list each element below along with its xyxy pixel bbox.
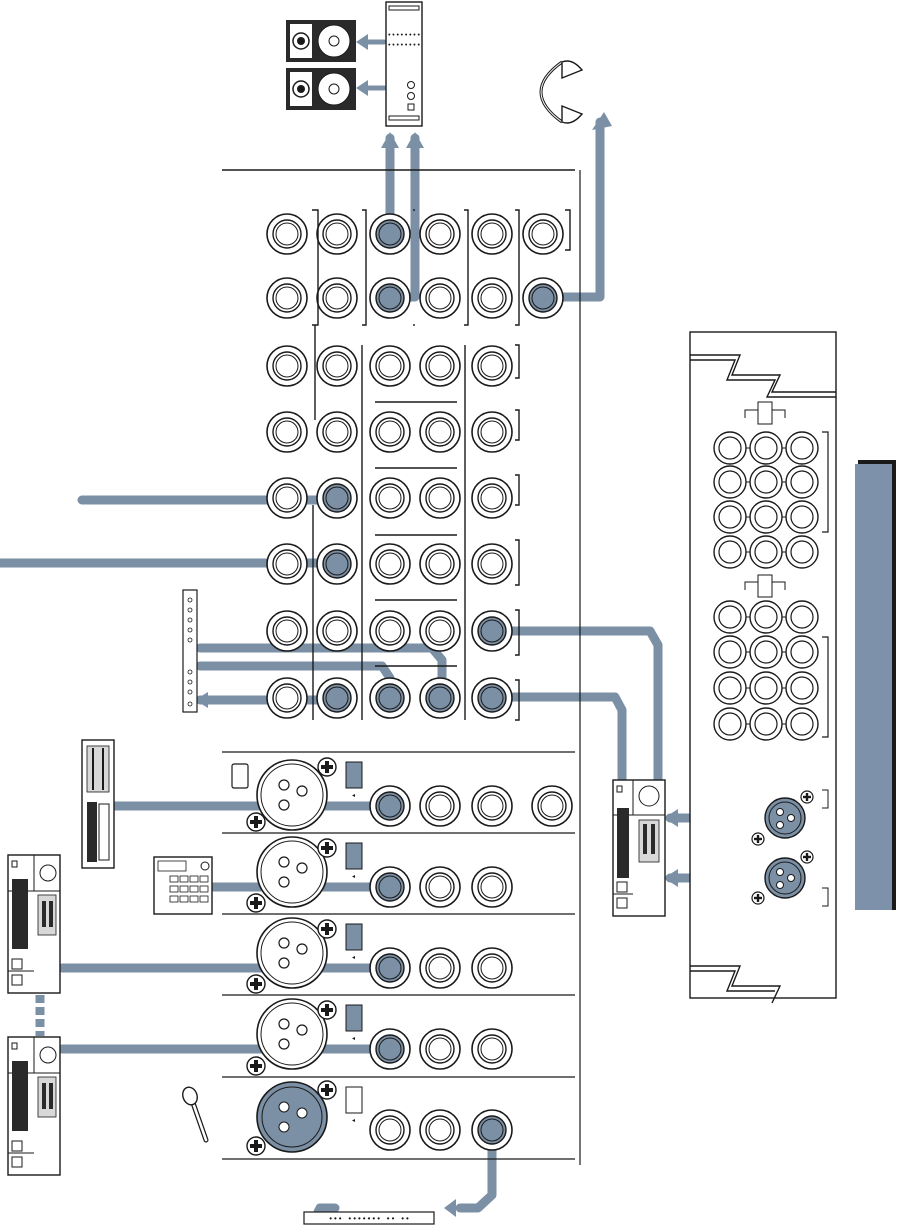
microphone-icon	[180, 1085, 206, 1140]
channel-strip-3: ◂	[247, 918, 512, 993]
svg-text:◂: ◂	[352, 1036, 355, 1042]
svg-text:◂: ◂	[352, 874, 355, 880]
channel-strip-1: ◂	[232, 758, 572, 831]
synth-module-icon	[8, 855, 60, 993]
expander-panel-icon	[690, 332, 836, 1003]
fx-return-cable	[490, 697, 622, 782]
patchbay-icon	[183, 590, 197, 712]
fx-send-cable	[490, 631, 658, 782]
svg-text:••••••••: ••••••••	[387, 42, 421, 50]
phones-cable	[543, 122, 600, 297]
headphones-icon	[541, 61, 582, 123]
studio-monitor-speaker-2	[286, 68, 356, 110]
svg-text:◂: ◂	[352, 793, 355, 799]
recorder-icon: ••• ••••••• •• ••	[304, 1212, 434, 1224]
channel-strip-2: ◂	[247, 837, 512, 912]
rack-effects-processor	[82, 740, 114, 868]
channel-strip-4: ◂	[247, 999, 512, 1075]
power-amplifier: •••••••• ••••••••	[386, 2, 422, 126]
svg-text:••••••••: ••••••••	[387, 32, 421, 40]
drum-machine-icon	[154, 857, 212, 914]
svg-text:◂: ◂	[352, 1118, 355, 1124]
channel-strip-5: ◂	[247, 1081, 512, 1155]
svg-text:◂: ◂	[352, 955, 355, 961]
svg-text:••• ••••••• •• ••: ••• ••••••• •• ••	[328, 1215, 410, 1224]
studio-monitor-speaker-1	[286, 20, 356, 62]
synth-module-icon	[8, 1037, 60, 1175]
effects-processor-right	[613, 780, 665, 916]
section-highlight-bar	[855, 460, 896, 910]
